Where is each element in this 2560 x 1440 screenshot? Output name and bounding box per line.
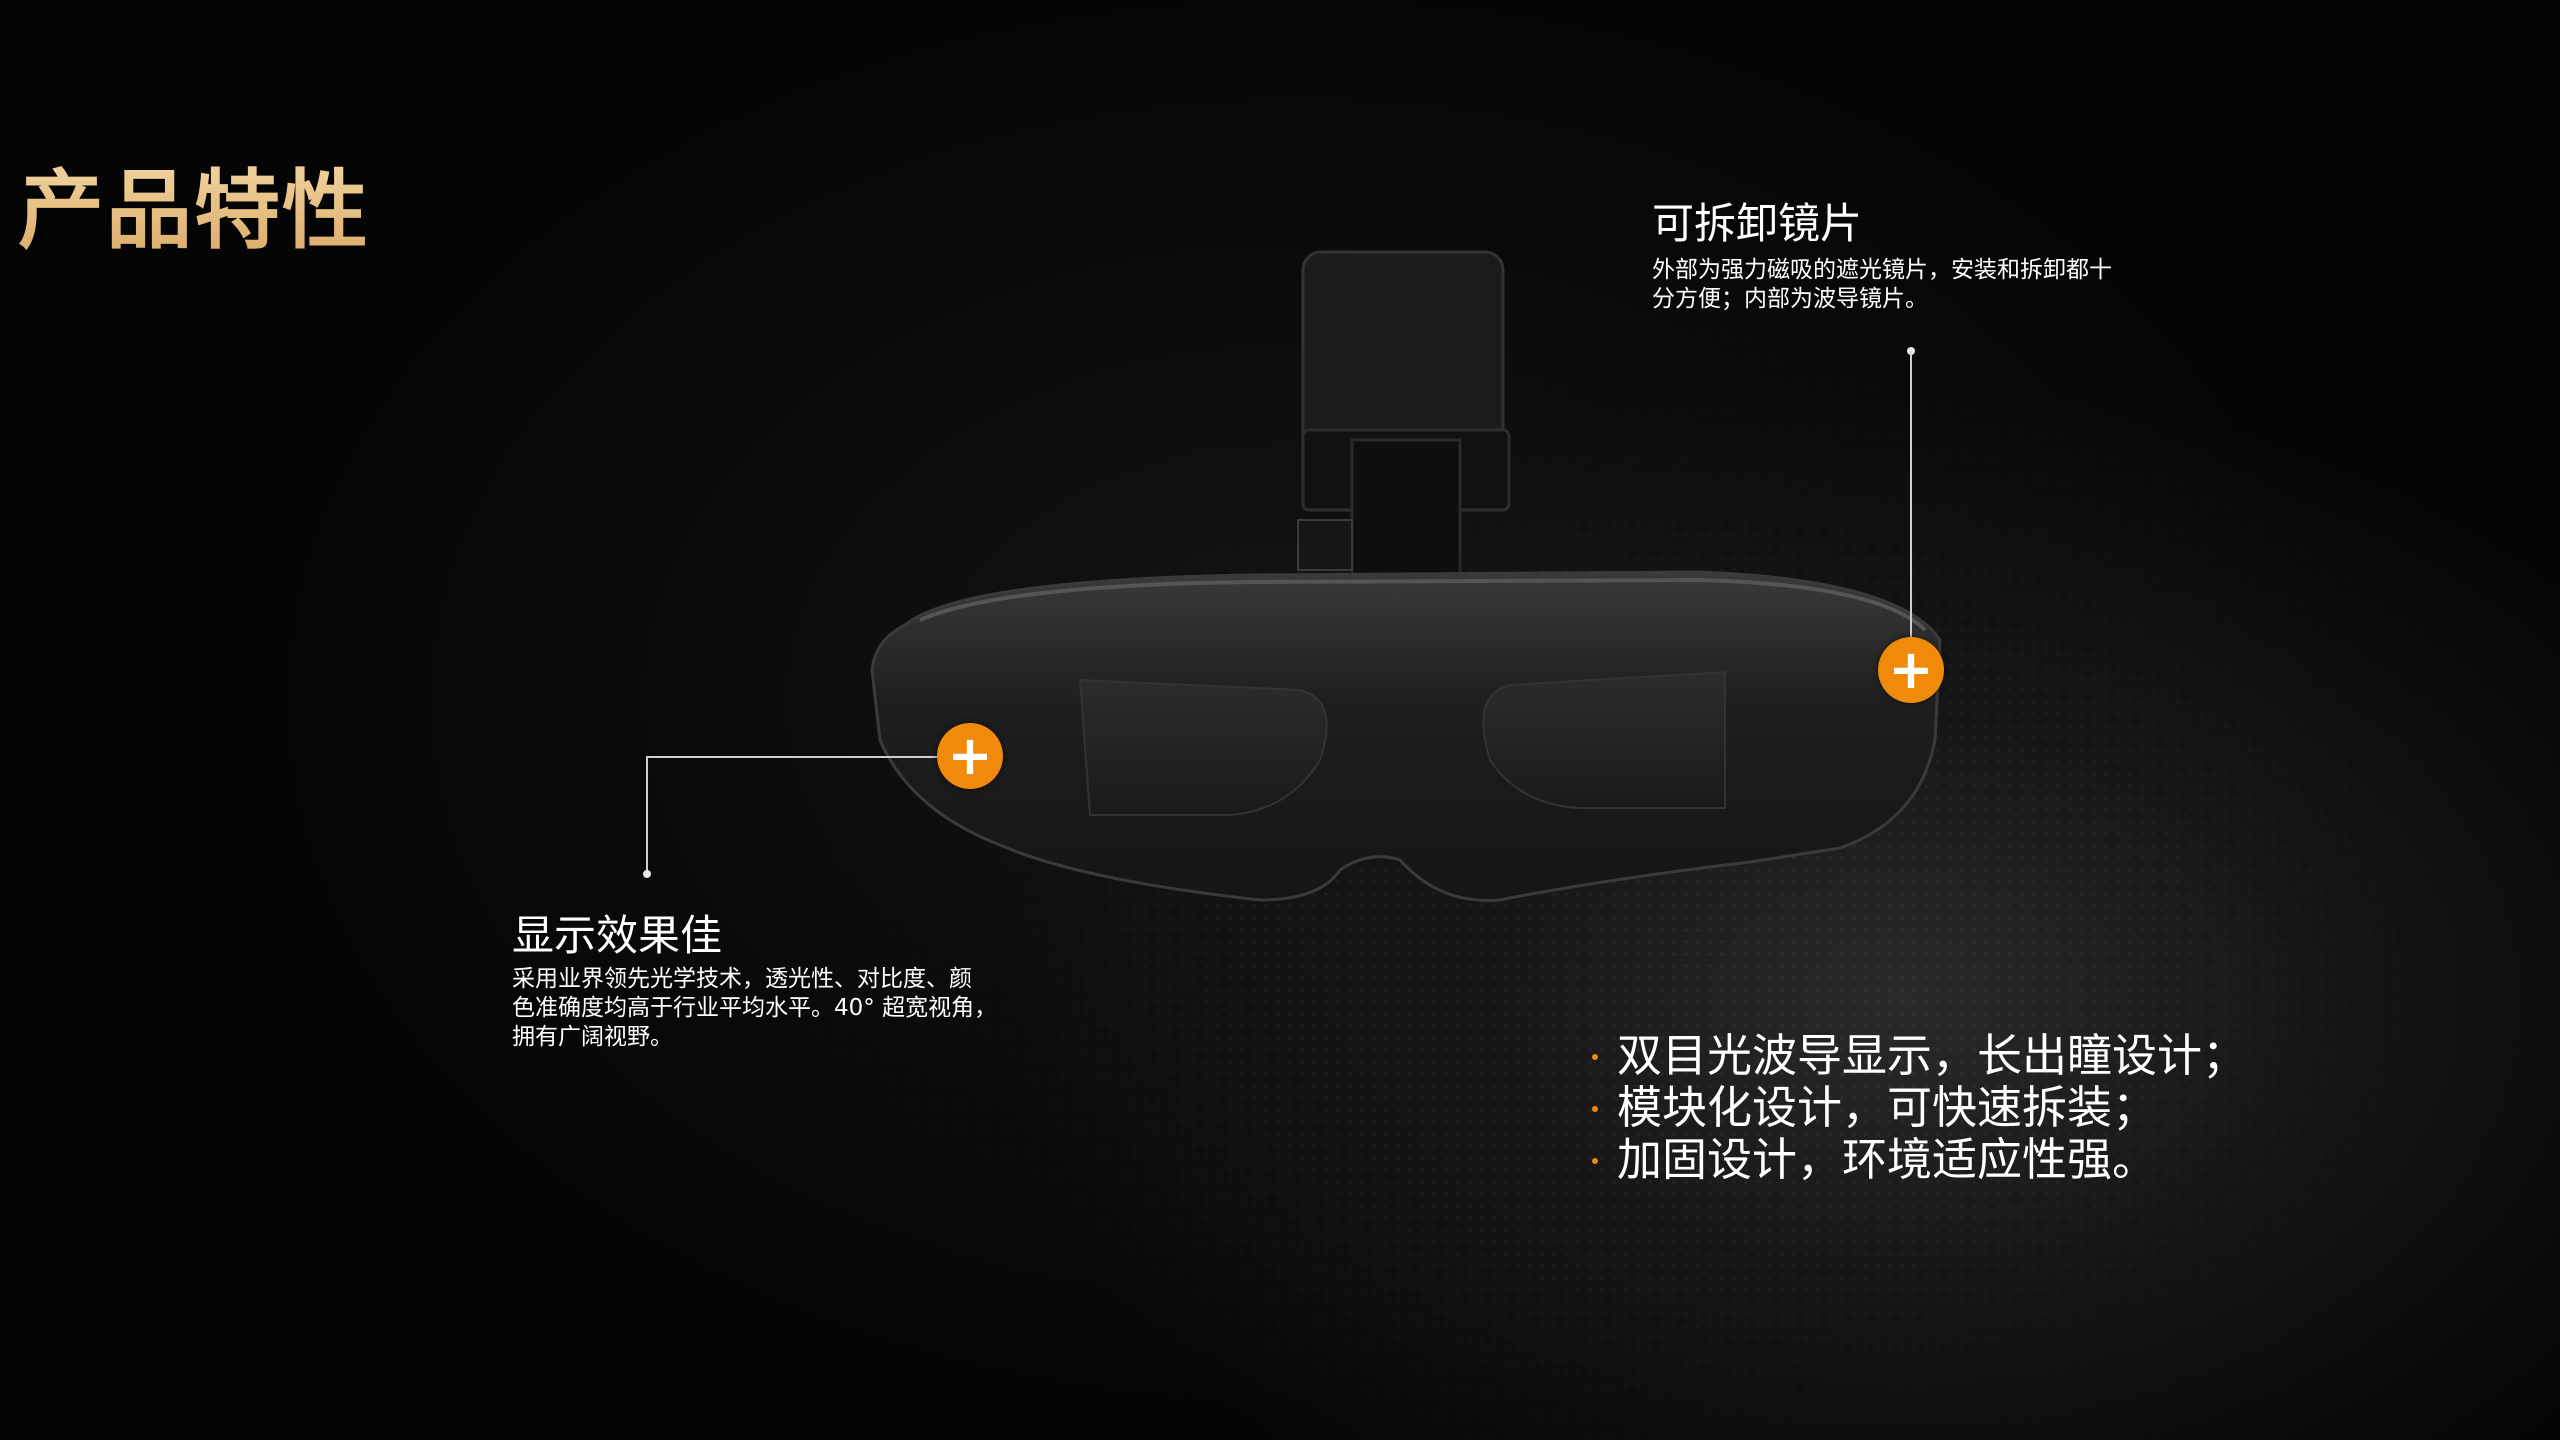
bullet-item: 模块化设计，可快速拆装； bbox=[1592, 1082, 2247, 1134]
callout-display-desc: 采用业界领先光学技术，透光性、对比度、颜 色准确度均高于行业平均水平。40° 超… bbox=[512, 965, 997, 1052]
bullet-dot-icon bbox=[1592, 1158, 1598, 1164]
goggle-body bbox=[870, 570, 1942, 902]
bullet-text: 双目光波导显示，长出瞳设计； bbox=[1617, 1029, 2248, 1082]
leader-dot bbox=[643, 870, 651, 878]
leader-line bbox=[1910, 351, 1912, 641]
bullet-dot-icon bbox=[1592, 1106, 1598, 1112]
callout-lens-title: 可拆卸镜片 bbox=[1652, 199, 1863, 248]
callout-lens-desc: 外部为强力磁吸的遮光镜片，安装和拆卸都十 分方便；内部为波导镜片。 bbox=[1652, 256, 2112, 314]
top-mount bbox=[1301, 250, 1505, 454]
bullet-text: 模块化设计，可快速拆装； bbox=[1617, 1081, 2158, 1134]
right-lens bbox=[1482, 670, 1726, 809]
callout-display-title: 显示效果佳 bbox=[512, 911, 723, 960]
hotspot-lens-button[interactable]: + bbox=[1878, 637, 1944, 703]
left-lens bbox=[1078, 678, 1328, 816]
hotspot-display-button[interactable]: + bbox=[937, 723, 1003, 789]
desc-line: 采用业界领先光学技术，透光性、对比度、颜 bbox=[512, 966, 972, 992]
bullet-item: 加固设计，环境适应性强。 bbox=[1592, 1134, 2247, 1186]
desc-line: 分方便；内部为波导镜片。 bbox=[1652, 286, 1928, 312]
page-title: 产品特性 bbox=[18, 140, 370, 265]
leader-line bbox=[646, 756, 648, 872]
plus-icon: + bbox=[947, 724, 993, 787]
feature-bullets: 双目光波导显示，长出瞳设计； 模块化设计，可快速拆装； 加固设计，环境适应性强。 bbox=[1592, 1030, 2247, 1186]
desc-line: 外部为强力磁吸的遮光镜片，安装和拆卸都十 bbox=[1652, 257, 2112, 283]
desc-line: 拥有广阔视野。 bbox=[512, 1024, 673, 1050]
bullet-item: 双目光波导显示，长出瞳设计； bbox=[1592, 1030, 2247, 1082]
leader-line bbox=[646, 756, 938, 758]
bullet-dot-icon bbox=[1592, 1054, 1598, 1060]
plus-icon: + bbox=[1888, 638, 1934, 701]
desc-line: 色准确度均高于行业平均水平。40° 超宽视角， bbox=[512, 995, 998, 1021]
bullet-text: 加固设计，环境适应性强。 bbox=[1617, 1133, 2158, 1186]
